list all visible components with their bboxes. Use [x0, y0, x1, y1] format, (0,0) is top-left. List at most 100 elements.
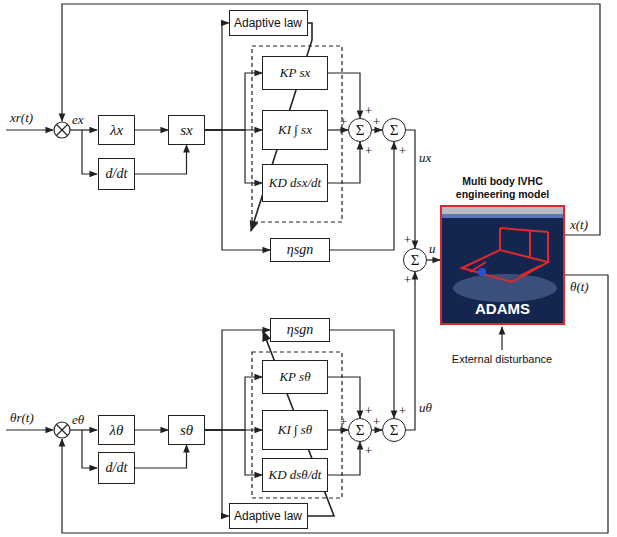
block-text: Adaptive law	[234, 16, 302, 30]
adaptive-tuning-arrow	[263, 331, 334, 516]
signal-arrow	[328, 129, 348, 130]
block-text: KD dsx/dt	[269, 175, 321, 191]
sign: +	[403, 232, 412, 247]
block-text: sθ	[180, 422, 193, 439]
pid-group-frame	[252, 352, 342, 498]
signal-name: ux	[419, 150, 431, 165]
signal-arrow	[205, 330, 270, 430]
signal-arrow	[372, 429, 382, 430]
proportional-block: KP sθ	[262, 360, 328, 394]
gain-block: λθ	[98, 415, 135, 445]
summing-node: Σ	[382, 118, 406, 142]
sign: +	[403, 272, 412, 287]
summing-node: Σ	[348, 418, 372, 442]
block-text: d/dt	[106, 460, 128, 476]
adams-screenshot	[440, 205, 565, 325]
signal-arrow	[205, 130, 262, 183]
block-text: KI ∫ sθ	[278, 422, 313, 438]
signal-arrow	[328, 429, 348, 430]
signal-arrow	[427, 259, 440, 260]
junction-cross	[57, 425, 68, 436]
sign: +	[364, 103, 373, 118]
signal-arrow	[135, 129, 168, 130]
signal-arrow	[328, 73, 360, 118]
summing-junction	[54, 422, 70, 438]
signal-name: eθ	[72, 412, 84, 427]
sliding-surface-block: sx	[168, 115, 205, 145]
derivative-gain-block: KD dsx/dt	[262, 164, 328, 202]
switching-block: ηsgn	[270, 318, 330, 342]
derivative-gain-block: KD dsθ/dt	[262, 458, 328, 492]
signal-arrow	[205, 377, 262, 430]
block-text: Adaptive law	[234, 509, 302, 523]
sign: +	[364, 143, 373, 158]
block-text: ηsgn	[287, 242, 313, 258]
signal-arrow	[406, 130, 415, 248]
block-text: Σ	[356, 122, 365, 139]
integral-block: KI ∫ sx	[262, 110, 328, 150]
signal-name: θr(t)	[10, 410, 34, 425]
signal-arrow	[328, 377, 360, 418]
sign: +	[364, 443, 373, 458]
software-name: ADAMS	[442, 300, 563, 317]
signal-name: x(t)	[570, 217, 588, 232]
signal-arrow	[205, 430, 229, 516]
signal-arrow	[328, 442, 360, 475]
signal-name: uθ	[419, 400, 432, 415]
block-text: KI ∫ sx	[278, 122, 312, 138]
block-text: Σ	[356, 422, 365, 439]
signal-name: u	[429, 241, 436, 256]
derivative-block: d/dt	[98, 452, 135, 484]
signal-arrow	[135, 145, 187, 174]
signal-arrow	[330, 330, 394, 418]
disturbance-arrow	[501, 327, 502, 350]
input-wire	[6, 429, 53, 430]
feedback-wire	[62, 4, 600, 235]
model-frame: ADAMS	[440, 205, 565, 325]
adaptive-law-block: Adaptive law	[229, 10, 308, 36]
summing-node: Σ	[348, 118, 372, 142]
sign: +	[339, 414, 348, 429]
signal-arrow	[205, 430, 262, 475]
signal-arrow	[205, 73, 262, 130]
model-heading: Multi body IVHC engineering model	[440, 175, 565, 201]
summing-node: Σ	[403, 248, 427, 272]
summing-node: Σ	[382, 418, 406, 442]
junction-cross	[57, 125, 68, 136]
error-wire	[70, 129, 97, 130]
block-text: Σ	[390, 122, 399, 139]
sign: +	[372, 114, 381, 129]
switching-block: ηsgn	[270, 238, 330, 262]
error-wire	[82, 130, 97, 174]
error-wire	[82, 430, 97, 468]
summing-junction	[54, 122, 70, 138]
block-text: KP sθ	[279, 369, 310, 385]
signal-arrow	[328, 142, 360, 183]
block-text: ηsgn	[287, 322, 313, 338]
plant-model: Multi body IVHC engineering modelADAMS	[440, 175, 565, 325]
signal-arrow	[372, 129, 382, 130]
sign: +	[398, 403, 407, 418]
input-wire	[6, 129, 53, 130]
sign: +	[372, 414, 381, 429]
signal-arrow	[330, 142, 394, 250]
signal-arrow	[406, 272, 415, 430]
signal-name: ex	[72, 112, 84, 127]
feedback-wire	[62, 275, 608, 533]
block-text: Σ	[390, 422, 399, 439]
sign: +	[398, 143, 407, 158]
block-text: λx	[110, 122, 123, 139]
adaptive-law-block: Adaptive law	[229, 503, 308, 529]
error-wire	[70, 429, 97, 430]
block-text: λθ	[110, 422, 124, 439]
block-text: KD dsθ/dt	[269, 467, 322, 483]
signal-arrow	[135, 445, 187, 468]
proportional-block: KP sx	[262, 56, 328, 90]
block-text: d/dt	[106, 166, 128, 182]
block-text: KP sx	[280, 65, 310, 81]
gain-block: λx	[98, 115, 135, 145]
sign: +	[339, 114, 348, 129]
signal-name: θ(t)	[570, 279, 589, 294]
integral-block: KI ∫ sθ	[262, 410, 328, 450]
signal-arrow	[205, 130, 270, 250]
